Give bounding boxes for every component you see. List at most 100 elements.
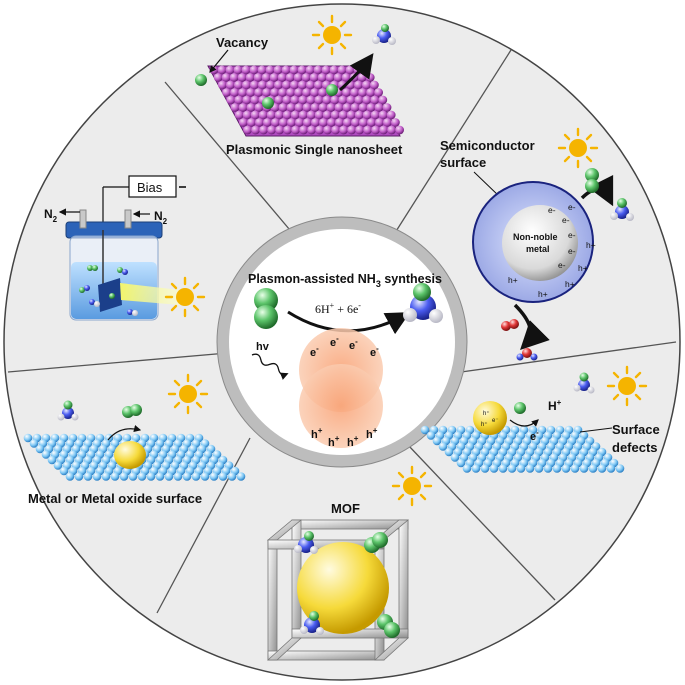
lattice-bead [370, 110, 380, 120]
water-molecule [516, 348, 538, 361]
lattice-bead [588, 464, 598, 473]
lattice-bead [251, 125, 260, 135]
hole-charges: h+ h+ h+ h+ [311, 426, 378, 449]
lattice-bead [444, 447, 454, 457]
lattice-bead [255, 118, 264, 127]
lattice-bead [279, 118, 288, 127]
lattice-bead [226, 95, 236, 105]
ammonia-molecule [372, 24, 396, 45]
lattice-bead [191, 472, 201, 481]
n2-in-label: N2 [154, 209, 168, 226]
lattice-bead [371, 125, 380, 135]
lattice-bead [254, 103, 264, 112]
lattice-bead [266, 80, 275, 90]
lattice-bead [432, 436, 442, 446]
n2-molecule [377, 614, 400, 638]
lattice-bead [221, 73, 231, 82]
lattice-bead [306, 80, 315, 90]
lattice-bead [370, 80, 379, 90]
lattice-bead [507, 464, 517, 473]
lattice-bead [516, 464, 526, 473]
lattice-bead [378, 110, 388, 120]
lattice-bead [342, 88, 351, 97]
lattice-bead [311, 118, 320, 127]
electron-label: e- [530, 428, 539, 443]
lattice-bead [346, 95, 356, 105]
lattice-bead [291, 125, 300, 135]
nanosheet-label: Plasmonic Single nanosheet [226, 142, 403, 157]
lattice-bead [310, 103, 320, 112]
lattice-bead [243, 125, 253, 135]
adsorbed-n2 [262, 97, 274, 109]
lattice-bead [259, 125, 268, 135]
lattice-bead [306, 110, 316, 120]
lattice-bead [343, 118, 352, 127]
lattice-bead [282, 110, 292, 120]
defect-surface-beads [420, 425, 625, 473]
sun-icon [311, 14, 353, 56]
lattice-bead [295, 118, 304, 127]
lattice-bead [480, 464, 490, 473]
svg-text:h⁺: h⁺ [481, 421, 488, 428]
lattice-bead [597, 464, 607, 473]
lattice-bead [317, 73, 327, 82]
lattice-bead [367, 118, 376, 127]
svg-text:e-: e- [370, 344, 379, 359]
lattice-bead [298, 110, 308, 120]
lattice-bead [438, 442, 448, 451]
lattice-bead [462, 464, 472, 473]
lattice-bead [351, 118, 360, 127]
lattice-bead [374, 103, 384, 112]
lattice-bead [59, 466, 69, 476]
lattice-bead [395, 125, 404, 135]
lattice-bead [270, 88, 279, 97]
lattice-bead [242, 80, 251, 90]
reaction-equation: 6H+ + 6e- [315, 301, 361, 316]
lattice-bead [350, 103, 360, 112]
lattice-bead [359, 118, 368, 127]
lattice-bead [347, 125, 356, 135]
lattice-bead [218, 80, 227, 90]
lattice-bead [74, 472, 84, 481]
lattice-bead [273, 65, 283, 75]
lattice-bead [354, 110, 364, 120]
inlet-tube [79, 209, 87, 229]
lattice-bead [331, 125, 340, 135]
lattice-bead [365, 73, 375, 82]
svg-text:h+: h+ [328, 434, 340, 449]
defects-label-2: defects [612, 440, 658, 455]
lattice-bead [298, 95, 308, 105]
lattice-bead [29, 439, 39, 448]
lattice-bead [246, 103, 256, 112]
lattice-bead [358, 88, 367, 97]
lattice-bead [236, 472, 246, 481]
svg-text:e-: e- [330, 334, 339, 349]
lattice-bead [285, 73, 295, 82]
electron-charges: e- e- e- e- [310, 334, 379, 359]
lattice-bead [269, 73, 279, 82]
semiconductor-subtitle: surface [440, 155, 486, 170]
lattice-bead [290, 110, 300, 120]
lattice-bead [345, 65, 355, 75]
lattice-bead [294, 103, 304, 112]
lattice-bead [374, 88, 383, 97]
outlet-tube [124, 209, 132, 229]
svg-text:h+: h+ [586, 240, 596, 250]
lattice-bead [358, 103, 368, 112]
lattice-bead [258, 80, 267, 90]
lattice-bead [366, 88, 375, 97]
center-title: Plasmon-assisted NH3 synthesis [248, 272, 442, 289]
ammonia-molecule [610, 198, 634, 221]
lattice-bead [225, 65, 235, 75]
ammonia-molecule [403, 283, 443, 323]
lattice-bead [227, 472, 237, 481]
lattice-bead [346, 110, 356, 120]
lattice-bead [362, 95, 372, 105]
sun-icon [557, 127, 599, 169]
lattice-bead [355, 125, 364, 135]
lattice-bead [391, 118, 400, 127]
svg-text:e-: e- [310, 344, 319, 359]
lattice-bead [322, 95, 332, 105]
lattice-bead [323, 125, 332, 135]
